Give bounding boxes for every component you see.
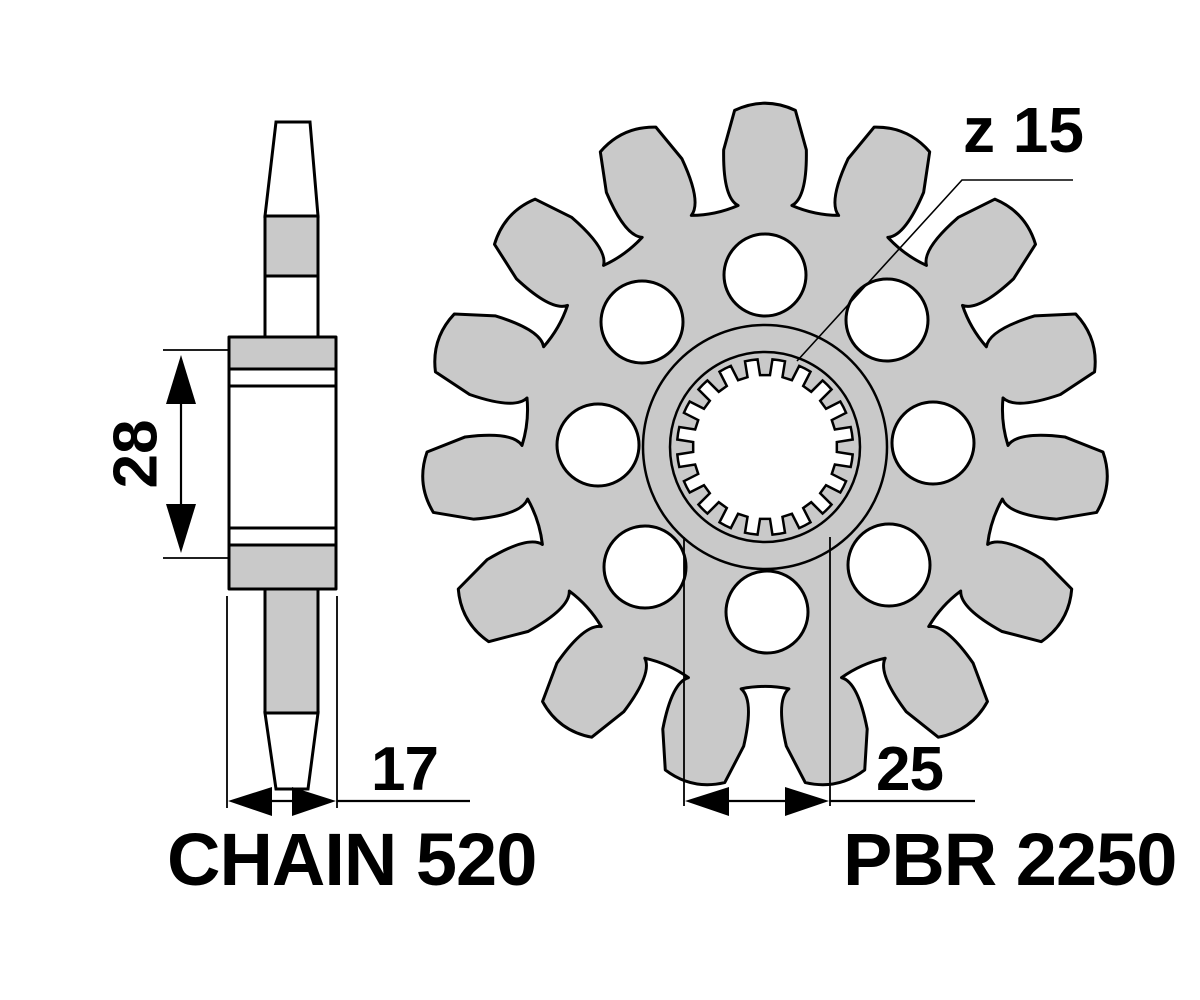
side-lower-shank [263, 587, 320, 715]
part-number-label: PBR 2250 [843, 818, 1176, 901]
side-upper-gap-strip [227, 367, 338, 388]
lightening-hole [890, 400, 976, 486]
chain-spec-label: CHAIN 520 [167, 818, 536, 901]
side-lower-tooth-tip [263, 711, 320, 791]
arrow-right-icon [785, 787, 829, 816]
lightening-hole [844, 277, 930, 363]
side-lower-gap-strip [227, 526, 338, 547]
splined-bore [675, 357, 855, 537]
hub-outer-circle [641, 323, 889, 571]
arrow-right-icon [292, 787, 336, 816]
side-lower-flange [227, 543, 338, 591]
lightening-holes-group [555, 232, 976, 655]
side-upper-tooth-tip [263, 120, 320, 218]
leader-line [796, 179, 1073, 362]
arrow-left-icon [228, 787, 272, 816]
side-view-group: 28 17 CHAIN 520 [101, 120, 537, 901]
dim-label-25: 25 [876, 735, 943, 804]
side-main-body [227, 384, 338, 530]
front-view-group: 25 z 15 PBR 2250 [421, 94, 1177, 901]
dim-label-28: 28 [101, 420, 170, 489]
dim-label-17: 17 [371, 735, 438, 804]
dim-thickness-28: 28 [101, 349, 228, 559]
hub-inner-circle [668, 350, 862, 544]
lightening-hole [722, 232, 808, 318]
spline-callout-group: z 15 [796, 94, 1084, 362]
lightening-hole [724, 569, 810, 655]
lightening-hole [846, 522, 932, 608]
tooth-count-label: z 15 [963, 94, 1084, 166]
arrow-down-icon [166, 504, 196, 553]
lightening-hole [599, 279, 685, 365]
dim-width-17: 17 [226, 596, 470, 816]
side-upper-flange [227, 335, 338, 371]
side-upper-shank [263, 274, 320, 339]
lightening-hole [602, 524, 688, 610]
dim-hub-25: 25 [685, 735, 975, 816]
side-upper-tooth-band [263, 214, 320, 278]
arrow-left-icon [685, 787, 729, 816]
lightening-hole [555, 402, 641, 488]
arrow-up-icon [166, 355, 196, 404]
